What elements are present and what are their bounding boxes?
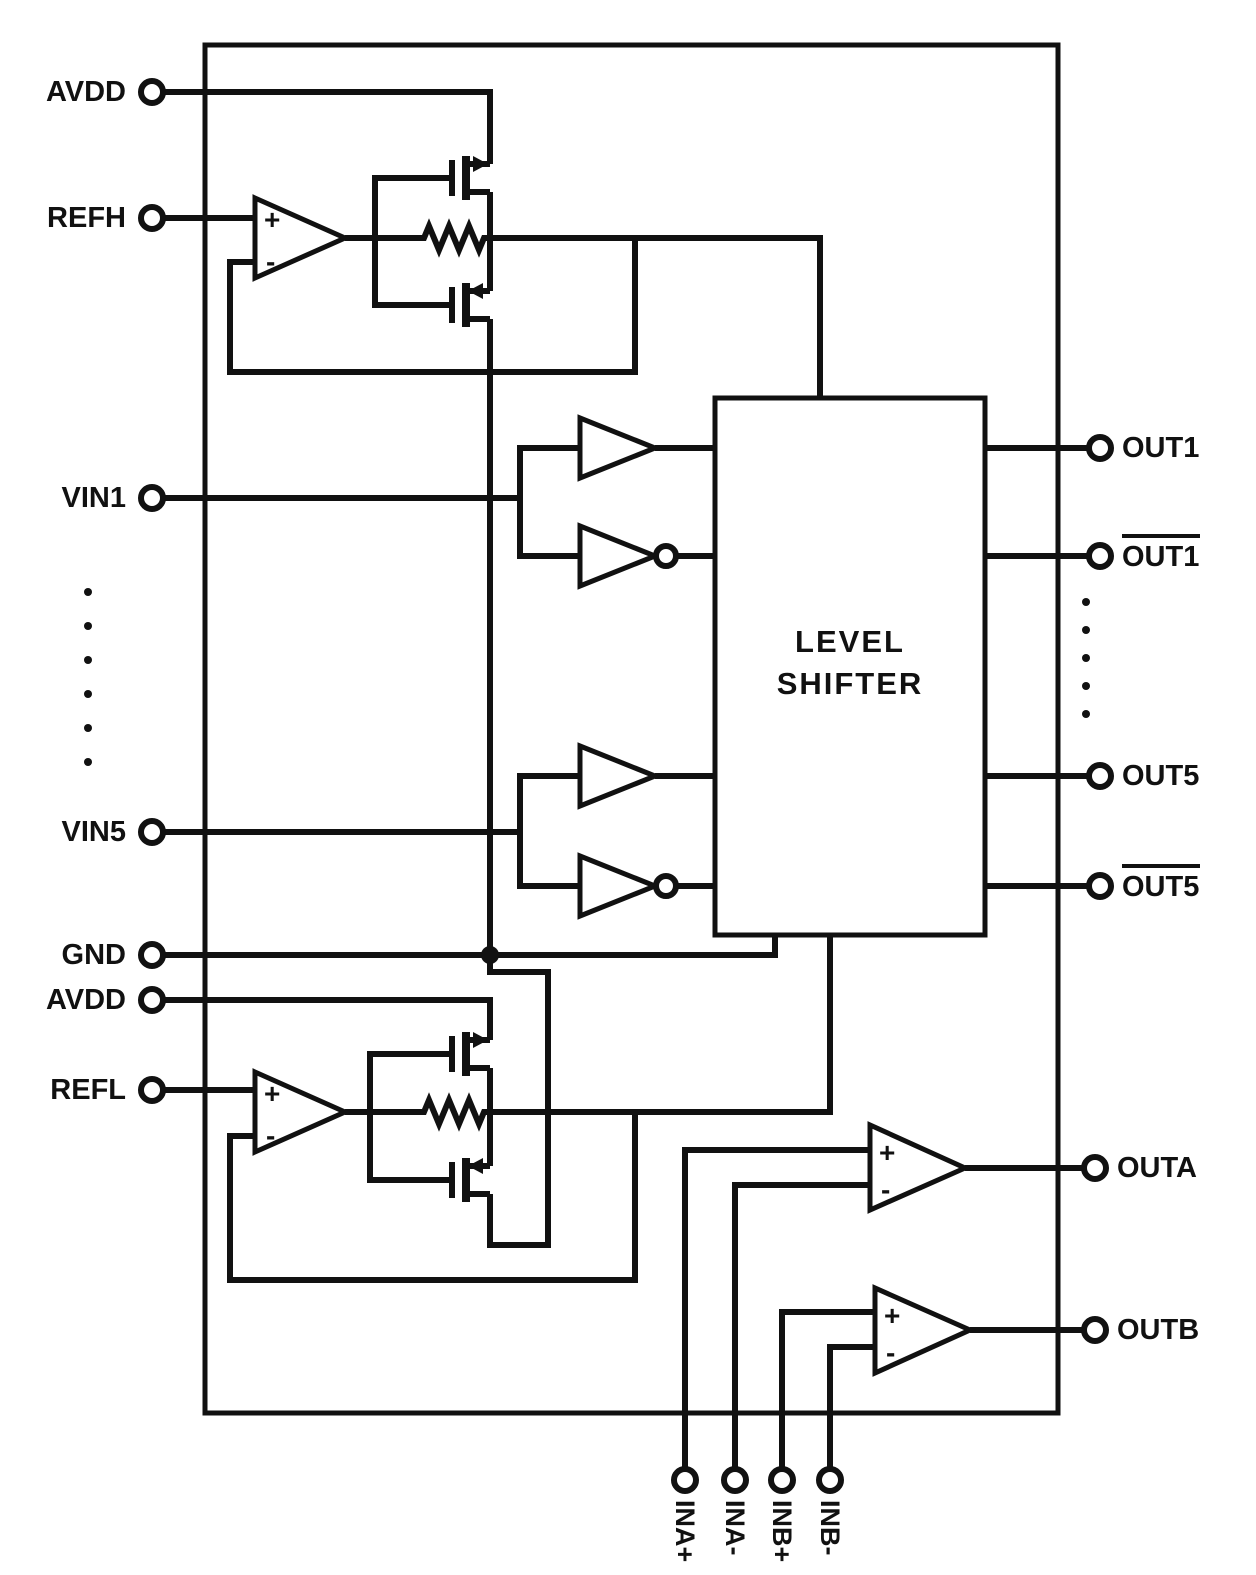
pin-label-outa: OUTA	[1117, 1152, 1197, 1184]
wire-buf1-buf2-out	[655, 445, 715, 559]
plus-sign: +	[879, 1137, 895, 1168]
wire-refl-output-with-resistor	[345, 935, 833, 1132]
pin-label-outb: OUTB	[1117, 1314, 1199, 1346]
buffer-vin1-true	[577, 414, 662, 482]
pin-ina-plus	[671, 1466, 699, 1494]
opamp-refl: + -	[252, 1068, 352, 1156]
buffer-vin1-inverting	[577, 522, 679, 590]
buffer-triangle	[577, 742, 662, 810]
wiring	[163, 89, 1089, 1469]
mosfet-refh-bottom	[449, 283, 490, 327]
wire-buf3-buf4-out	[655, 773, 715, 889]
wire-gnd-return	[487, 955, 551, 1248]
plus-sign: +	[884, 1300, 900, 1331]
wire-ls-outputs	[985, 445, 1089, 889]
mosfet-refl-top	[449, 1032, 490, 1076]
pin-vin1	[138, 484, 166, 512]
wire-refh-feedback	[227, 238, 638, 375]
level-shifter-block: LEVEL SHIFTER	[712, 395, 988, 938]
wire-refl-gates	[367, 1051, 452, 1183]
minus-sign: -	[266, 1120, 275, 1151]
level-shifter-box	[712, 395, 988, 938]
pin-label-avdd-bottom: AVDD	[46, 984, 126, 1016]
opamp-triangle	[252, 1068, 352, 1156]
wire-inb-inputs	[779, 1309, 875, 1469]
wire-refh-gates	[372, 175, 452, 308]
wire-ina-inputs	[682, 1147, 870, 1469]
mosfet-arrow	[473, 1032, 488, 1048]
pin-label-ina-minus: INA-	[720, 1500, 750, 1556]
buffer-vin5-true	[577, 742, 662, 810]
comparator-triangle	[867, 1121, 972, 1214]
bottom-pins: INA+ INA- INB+ INB-	[670, 1466, 845, 1562]
left-pins: AVDD REFH VIN1 VIN5 GND AVDD REFL	[46, 76, 166, 1106]
minus-sign: -	[886, 1337, 895, 1368]
buffer-triangle	[577, 414, 662, 482]
comparator-outb: + -	[872, 1284, 977, 1377]
wire-gnd	[163, 935, 778, 958]
pin-label-inb-minus: INB-	[815, 1500, 845, 1556]
pin-avdd-top	[138, 78, 166, 106]
plus-sign: +	[264, 1078, 280, 1109]
pin-label-vin5: VIN5	[62, 816, 126, 848]
pin-gnd	[138, 941, 166, 969]
pin-label-inb-plus: INB+	[767, 1500, 797, 1562]
pin-label-gnd: GND	[62, 939, 126, 971]
wire-refh-output-with-resistor	[345, 218, 823, 398]
buffer-triangle	[577, 522, 662, 590]
wire-avdd-bottom	[163, 997, 493, 1040]
pin-inb-minus	[816, 1466, 844, 1494]
wire-vin1	[163, 445, 580, 559]
pin-vin5	[138, 818, 166, 846]
buffer-vin5-inverting	[577, 852, 679, 920]
pin-label-refl: REFL	[50, 1074, 126, 1106]
level-shifter-label-line2: SHIFTER	[777, 666, 924, 701]
pin-label-out1: OUT1	[1122, 432, 1199, 464]
pin-inb-plus	[768, 1466, 796, 1494]
wire-refl-feedback	[227, 1112, 638, 1283]
pin-outb	[1081, 1316, 1109, 1344]
pin-label-avdd-top: AVDD	[46, 76, 126, 108]
pin-avdd-bottom	[138, 986, 166, 1014]
pin-label-refh: REFH	[47, 202, 126, 234]
pin-out5-bar	[1086, 872, 1114, 900]
minus-sign: -	[266, 246, 275, 277]
pin-ina-minus	[721, 1466, 749, 1494]
ellipsis-dots-right	[1082, 598, 1090, 718]
mosfet-arrow	[468, 283, 483, 299]
opamp-refh: + -	[252, 194, 352, 282]
wire-vin5	[163, 773, 580, 889]
pin-refl	[138, 1076, 166, 1104]
buffer-triangle	[577, 852, 662, 920]
ellipsis-dots-left	[84, 588, 92, 766]
inverter-bubble	[653, 543, 679, 569]
minus-sign: -	[881, 1174, 890, 1205]
pin-out1-bar	[1086, 542, 1114, 570]
mosfet-refl-bottom	[449, 1158, 490, 1202]
pin-label-out5-bar: OUT5	[1122, 871, 1199, 903]
pin-label-ina-plus: INA+	[670, 1500, 700, 1562]
pin-out1	[1086, 434, 1114, 462]
opamp-triangle	[252, 194, 352, 282]
comparator-triangle	[872, 1284, 977, 1377]
level-shifter-label-line1: LEVEL	[795, 624, 905, 659]
pin-out5	[1086, 762, 1114, 790]
mosfet-arrow	[468, 1158, 483, 1174]
pin-outa	[1081, 1154, 1109, 1182]
pin-label-out5: OUT5	[1122, 760, 1199, 792]
inverter-bubble	[653, 873, 679, 899]
plus-sign: +	[264, 204, 280, 235]
mosfet-refh-top	[449, 156, 490, 200]
mosfet-arrow	[473, 156, 488, 172]
comparator-outa: + -	[867, 1121, 972, 1214]
junction-dot-gnd	[481, 946, 499, 964]
pin-label-out1-bar: OUT1	[1122, 541, 1199, 573]
pin-label-vin1: VIN1	[62, 482, 126, 514]
chip-boundary	[202, 42, 1061, 1416]
wire-avdd-top	[163, 89, 493, 164]
right-pins: OUT1 OUT1 OUT5 OUT5 OUTA OUTB	[1081, 432, 1200, 1346]
pin-refh	[138, 204, 166, 232]
